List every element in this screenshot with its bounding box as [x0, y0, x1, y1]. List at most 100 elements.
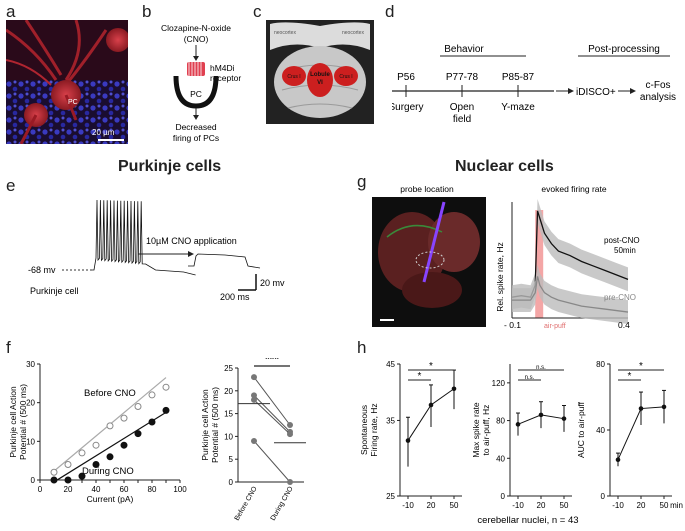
- sig-label: *: [628, 371, 632, 382]
- data-point: [50, 476, 58, 484]
- post-cno-label: post-CNO: [604, 236, 640, 245]
- cno-drug-label: Clozapine-N-oxide: [161, 23, 231, 33]
- sig-label: *: [429, 361, 433, 372]
- y-tick-label: 40: [596, 426, 605, 435]
- post-step-2-line1: c-Fos: [646, 80, 671, 91]
- cno-application-label: 10µM CNO application: [146, 236, 237, 246]
- receptor-label-2: receptor: [210, 73, 241, 83]
- pair-point: [287, 422, 293, 428]
- y-axis-label: Purkinje cell Action: [8, 386, 18, 458]
- data-point: [106, 453, 114, 461]
- sig-label: ***: [265, 358, 279, 366]
- cno-schematic: Clozapine-N-oxide (CNO) hM4Di receptor P…: [140, 18, 252, 148]
- effect-label-2: firing of PCs: [173, 133, 219, 143]
- x-tick-label: 20: [64, 485, 73, 494]
- panel-label-f: f: [6, 338, 11, 357]
- neocortex-right-label: neocortex: [342, 30, 364, 36]
- y-tick-label: 25: [224, 364, 233, 373]
- evoked-ylabel: Rel. spike rate, Hz: [495, 242, 505, 311]
- data-point: [92, 441, 100, 449]
- pair-point: [251, 396, 257, 403]
- lobule-vi-region: [307, 63, 333, 97]
- data-point: [661, 404, 667, 410]
- micrograph: PC 20 µm: [5, 19, 130, 145]
- cell-type-label: Purkinje cell: [30, 286, 79, 296]
- panel-label-g: g: [357, 172, 367, 191]
- category-label: Before CNO: [234, 485, 259, 522]
- y-tick-label: 80: [596, 360, 605, 369]
- y-tick-label: 40: [496, 454, 505, 463]
- data-point: [120, 414, 128, 422]
- during-cno-label: During CNO: [82, 466, 134, 477]
- x-tick-label: 50: [660, 501, 669, 510]
- receptor-label-1: hM4Di: [210, 63, 235, 73]
- data-point: [50, 468, 58, 476]
- data-point: [92, 461, 100, 469]
- airpuff-band: [535, 210, 544, 318]
- pc-label-b: PC: [190, 89, 202, 99]
- sig-label: *: [418, 371, 422, 382]
- cerebellum-diagram: neocortex neocortex Crus I Lobule VI Cru…: [266, 20, 374, 124]
- cerebellar-nuclei-footer: cerebellar nuclei, n = 43: [477, 515, 578, 526]
- x-tick-label: -10: [402, 501, 414, 510]
- x-axis-label: Current (pA): [87, 494, 134, 504]
- x-tick-label: 40: [92, 485, 101, 494]
- probe-brain-image: [372, 197, 486, 327]
- purkinje-trace-panel: -68 mv Purkinje cell 10µM CNO applicatio…: [20, 198, 340, 318]
- x-min-label: - 0.1: [504, 320, 521, 330]
- data-point: [428, 402, 434, 408]
- y-axis-label: AUC to air-puff: [576, 401, 586, 458]
- panel-label-e: e: [6, 176, 16, 195]
- x-max-label: 0.4: [618, 320, 630, 330]
- pair-line: [253, 395, 291, 433]
- y-axis-label: Purkinje cell Action: [200, 389, 210, 461]
- panel-label-a: a: [6, 2, 16, 21]
- resting-potential-label: -68 mv: [28, 265, 56, 275]
- crus-left-region: [282, 66, 306, 86]
- y-tick-label: 0: [229, 478, 234, 487]
- lobule-label-1: Lobule: [310, 72, 330, 78]
- pair-point: [251, 437, 257, 444]
- panel-label-h: h: [357, 338, 367, 357]
- y-tick-label: 80: [496, 417, 505, 426]
- cno-abbr-label: (CNO): [184, 34, 209, 44]
- panel-label-d: d: [385, 2, 395, 21]
- y-tick-label: 15: [224, 410, 233, 419]
- x-tick-label: 50: [450, 501, 459, 510]
- x-tick-label: -10: [512, 501, 524, 510]
- x-tick-label: 80: [148, 485, 157, 494]
- data-point: [148, 391, 156, 399]
- nuclear-section-title: Nuclear cells: [455, 158, 554, 175]
- data-point: [78, 472, 86, 480]
- sig-label: *: [639, 361, 643, 372]
- x-tick-label: 60: [120, 485, 129, 494]
- y-tick-label: 20: [224, 387, 233, 396]
- pc-cell-label: PC: [68, 99, 78, 106]
- crus-left-label: Crus I: [287, 74, 300, 80]
- x-tick-label: 100: [173, 485, 187, 494]
- lobule-label-2: VI: [317, 80, 323, 86]
- pair-line: [253, 376, 291, 426]
- spike-train-trace: [92, 199, 196, 276]
- airpuff-label: air-puff: [544, 323, 566, 330]
- data-point: [638, 406, 644, 411]
- y-tick-label: 0: [31, 476, 36, 485]
- data-point: [561, 416, 567, 421]
- behavior-header: Behavior: [444, 44, 484, 55]
- pair-line: [253, 399, 291, 435]
- experiment-timeline: Behavior Post-processing P56SurgeryP77-7…: [388, 38, 682, 158]
- category-label: During CNO: [270, 485, 295, 522]
- sig-label: n.s.: [536, 365, 546, 371]
- timepoint-event-label: field: [453, 114, 471, 125]
- nuclear-panel: probe location evoked firing rate Rel. s…: [372, 182, 682, 332]
- data-point: [64, 476, 72, 484]
- probe-location-title: probe location: [400, 184, 454, 194]
- pair-line: [253, 440, 291, 483]
- fit-line: [53, 411, 167, 483]
- y-tick-label: 120: [492, 379, 506, 388]
- data-point: [515, 422, 521, 427]
- timepoint-event-label: Surgery: [392, 102, 424, 113]
- pair-point: [251, 374, 257, 381]
- data-point: [405, 438, 411, 443]
